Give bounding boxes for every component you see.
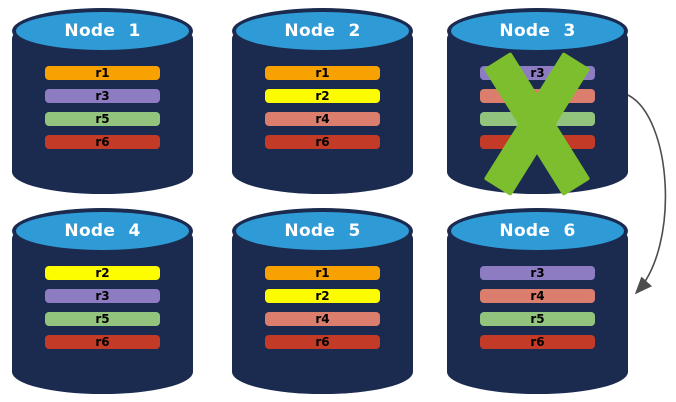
replica-list: r3 r4 r5 r6 [447, 66, 628, 149]
recovery-arrow-path [627, 94, 667, 295]
replica-list: r2 r3 r5 r6 [12, 266, 193, 349]
replica-list: r1 r3 r5 r6 [12, 66, 193, 149]
replica-bar-r1: r1 [265, 66, 380, 80]
cylinder-top: Node 2 [232, 8, 413, 54]
replica-bar-r3: r3 [45, 89, 160, 103]
replica-bar-r4: r4 [265, 312, 380, 326]
node-title: Node 2 [284, 21, 361, 41]
replica-bar-r5: r5 [480, 112, 595, 126]
replica-bar-r2: r2 [265, 289, 380, 303]
db-node-3: Node 3 r3 r4 r5 r6 [447, 8, 628, 197]
replica-bar-r3: r3 [480, 66, 595, 80]
db-node-6: Node 6 r3 r4 r5 r6 [447, 208, 628, 394]
node-title: Node 3 [499, 21, 576, 41]
cylinder-top: Node 6 [447, 208, 628, 254]
replica-list: r1 r2 r4 r6 [232, 66, 413, 149]
replica-bar-r4: r4 [265, 112, 380, 126]
node-title: Node 5 [284, 221, 361, 241]
replica-bar-r6: r6 [480, 335, 595, 349]
db-node-5: Node 5 r1 r2 r4 r6 [232, 208, 413, 394]
replica-bar-r6: r6 [45, 135, 160, 149]
replica-bar-r1: r1 [45, 66, 160, 80]
replica-list: r1 r2 r4 r6 [232, 266, 413, 349]
replica-bar-r3: r3 [45, 289, 160, 303]
replica-bar-r4: r4 [480, 89, 595, 103]
replica-bar-r1: r1 [265, 266, 380, 280]
replica-list: r3 r4 r5 r6 [447, 266, 628, 349]
replica-bar-r6: r6 [45, 335, 160, 349]
node-title: Node 1 [64, 21, 141, 41]
replica-bar-r6: r6 [265, 335, 380, 349]
cylinder-top: Node 1 [12, 8, 193, 54]
replica-bar-r5: r5 [45, 312, 160, 326]
replica-bar-r6: r6 [265, 135, 380, 149]
replica-bar-r4: r4 [480, 289, 595, 303]
db-node-4: Node 4 r2 r3 r5 r6 [12, 208, 193, 394]
replica-bar-r3: r3 [480, 266, 595, 280]
node-title: Node 6 [499, 221, 576, 241]
replica-bar-r2: r2 [265, 89, 380, 103]
cylinder-top: Node 3 [447, 8, 628, 54]
db-node-1: Node 1 r1 r3 r5 r6 [12, 8, 193, 194]
db-node-2: Node 2 r1 r2 r4 r6 [232, 8, 413, 194]
cylinder-top: Node 5 [232, 208, 413, 254]
replica-bar-r5: r5 [45, 112, 160, 126]
cylinder-top: Node 4 [12, 208, 193, 254]
replica-bar-r5: r5 [480, 312, 595, 326]
node-title: Node 4 [64, 221, 141, 241]
replica-bar-r6: r6 [480, 135, 595, 149]
replica-bar-r2: r2 [45, 266, 160, 280]
